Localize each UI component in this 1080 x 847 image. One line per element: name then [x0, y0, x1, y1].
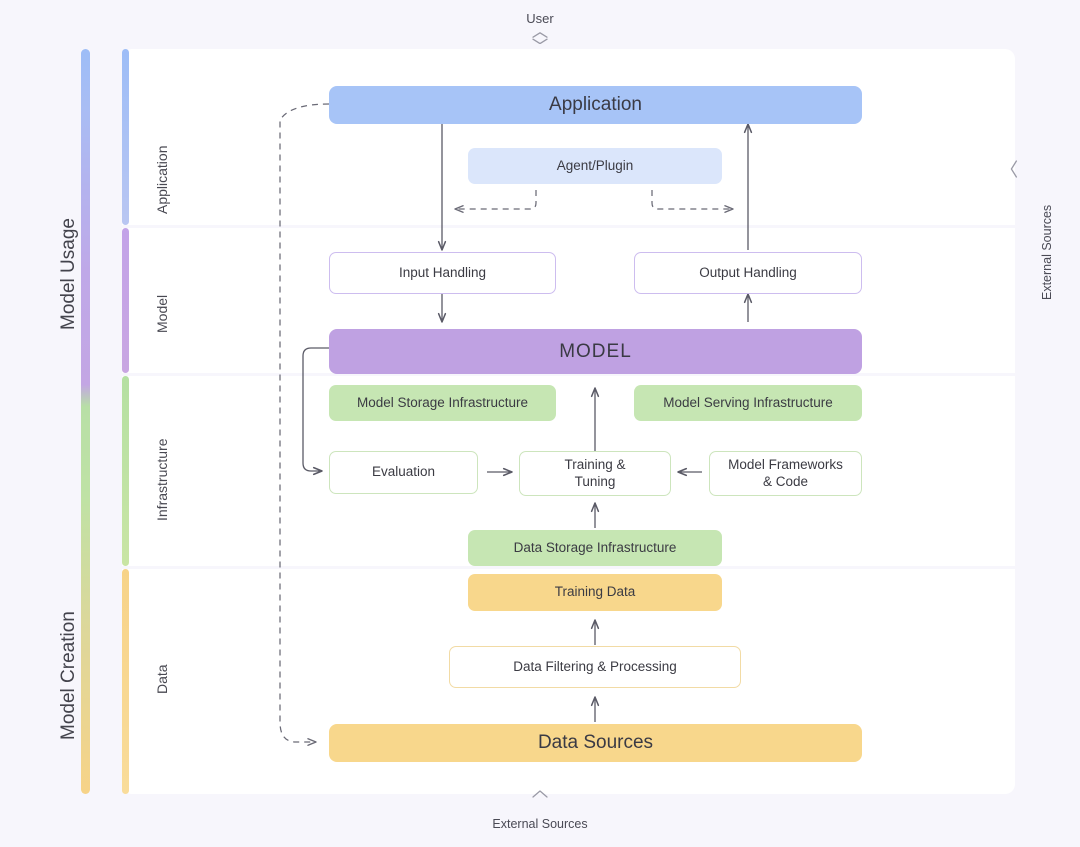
- user-label: User: [526, 11, 554, 26]
- box-model-frameworks-line2: & Code: [762, 473, 809, 489]
- phase-gradient-rail: [81, 49, 90, 794]
- box-model-storage-infrastructure[interactable]: Model Storage Infrastructure: [329, 385, 556, 421]
- box-data-sources[interactable]: Data Sources: [329, 724, 862, 762]
- box-data-storage-infrastructure[interactable]: Data Storage Infrastructure: [468, 530, 722, 566]
- row-accent-application: [122, 49, 129, 225]
- external-sources-right-label: External Sources: [1040, 204, 1054, 300]
- box-evaluation[interactable]: Evaluation: [329, 451, 478, 494]
- box-data-filtering-processing[interactable]: Data Filtering & Processing: [449, 646, 741, 688]
- box-model-frameworks-code[interactable]: Model Frameworks & Code: [709, 451, 862, 496]
- external-sources-left-chevron-icon: [1008, 158, 1020, 180]
- box-application[interactable]: Application: [329, 86, 862, 124]
- row-label-infrastructure: Infrastructure: [154, 438, 170, 521]
- row-accent-data: [122, 569, 129, 794]
- box-output-handling[interactable]: Output Handling: [634, 252, 862, 294]
- box-model-frameworks-line1: Model Frameworks: [728, 456, 843, 472]
- box-training-tuning[interactable]: Training & Tuning: [519, 451, 671, 496]
- row-label-data: Data: [154, 664, 170, 694]
- row-label-application: Application: [154, 145, 170, 215]
- box-model[interactable]: MODEL: [329, 329, 862, 374]
- row-label-model: Model: [154, 294, 170, 333]
- row-accent-model: [122, 228, 129, 373]
- row-accent-infrastructure: [122, 376, 129, 566]
- box-training-tuning-line1: Training &: [564, 456, 626, 472]
- row-application: Application: [122, 49, 1015, 225]
- external-sources-bottom-label: External Sources: [492, 817, 588, 831]
- external-sources-up-chevron-icon: [529, 788, 551, 800]
- box-agent-plugin[interactable]: Agent/Plugin: [468, 148, 722, 184]
- box-training-tuning-line2: Tuning: [574, 473, 616, 489]
- box-model-serving-infrastructure[interactable]: Model Serving Infrastructure: [634, 385, 862, 421]
- box-input-handling[interactable]: Input Handling: [329, 252, 556, 294]
- box-training-data[interactable]: Training Data: [468, 574, 722, 611]
- user-double-chevron-icon: [529, 32, 551, 44]
